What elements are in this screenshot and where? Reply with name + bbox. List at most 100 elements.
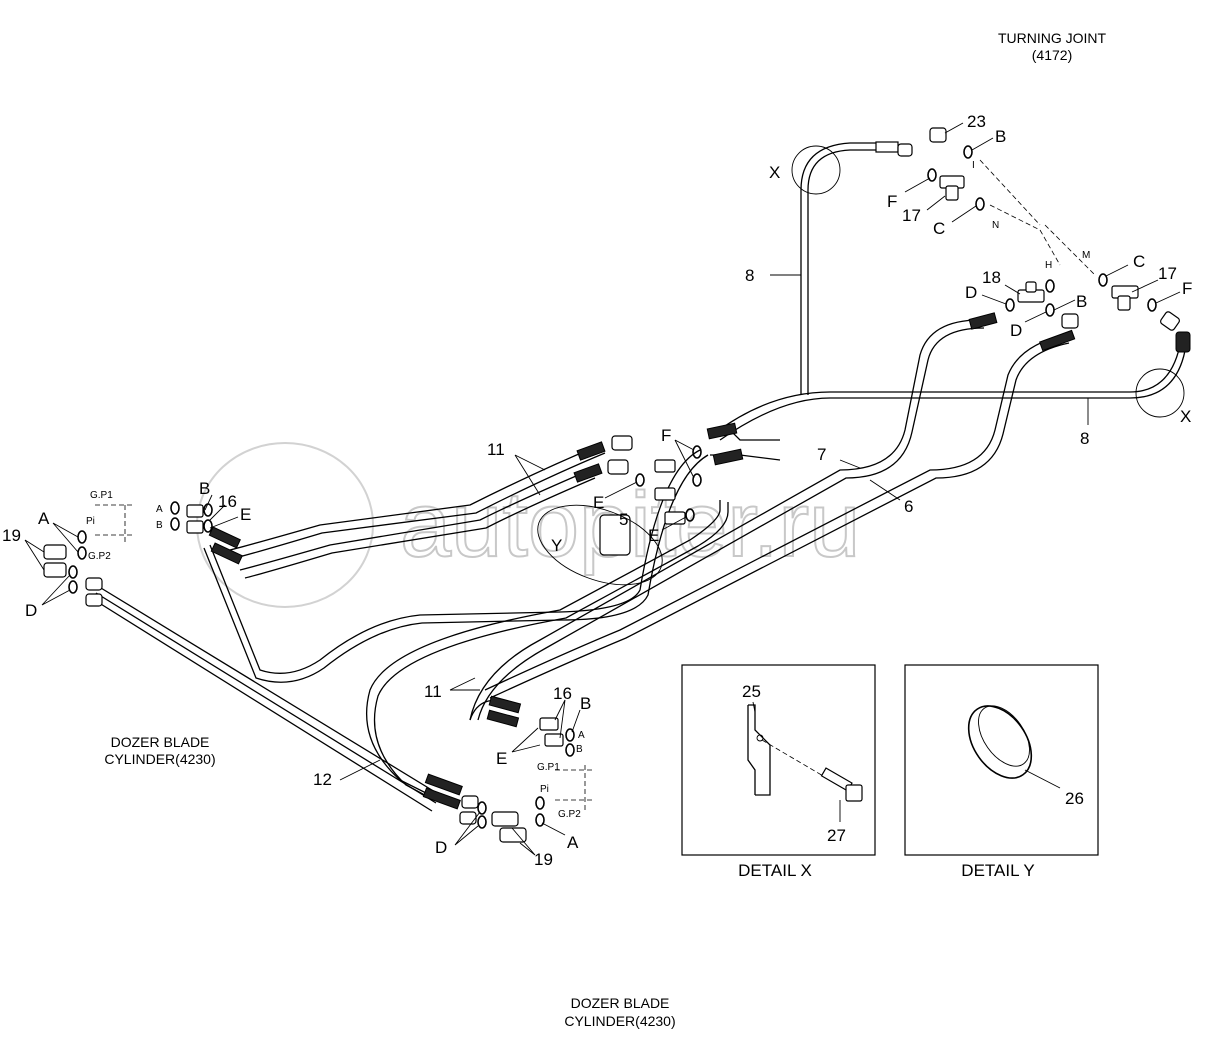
leader-a-left [52, 522, 79, 553]
leader-b-right [1053, 299, 1076, 311]
hose-6-end-fitting [1039, 329, 1076, 352]
oring-d-left [68, 565, 78, 579]
callout-11-bottom: 11 [424, 682, 442, 701]
oring-b-bottom [565, 728, 575, 742]
leader-c-right [1105, 264, 1129, 277]
hose-11b-end [573, 463, 603, 483]
hose-12-c [95, 600, 433, 812]
leader-c-top [951, 205, 977, 223]
hose-8-horizontal-b [714, 344, 1181, 434]
adapter-16-bottom [539, 717, 559, 731]
hose-12-end-nut-b [459, 811, 477, 825]
leader-b-top [971, 137, 994, 151]
leader-11-bottom [449, 677, 480, 691]
oring-e-mid [635, 473, 645, 487]
leader-e-mid-2 [661, 516, 687, 531]
port-gp2-bottom: G.P2 [558, 809, 581, 820]
hose-11a-end [576, 441, 606, 461]
port-pi-bottom: Pi [540, 784, 549, 795]
callout-8-top: 8 [745, 266, 754, 285]
oring-d-bottom-2 [477, 815, 487, 829]
left-end-a [208, 526, 241, 549]
letter-e-bottom: E [496, 749, 507, 768]
elbow-19-left [43, 544, 67, 560]
hose-11a-nut [611, 435, 633, 451]
plug-23 [929, 127, 947, 143]
leader-e-mid-1 [604, 481, 638, 499]
detail-x-box [681, 664, 876, 856]
detail-y-frame [904, 664, 1099, 856]
leader-d-left [41, 574, 71, 606]
oring-b-left-2 [170, 517, 180, 531]
port-pi-left: Pi [86, 516, 95, 527]
adapter-16-left-b [186, 520, 204, 534]
hose-8-end-fitting [875, 141, 899, 153]
oring-d-bottom [477, 801, 487, 815]
oring-h [1045, 279, 1055, 293]
oring-b-right [1045, 303, 1055, 317]
hose-6-b [489, 342, 1070, 699]
oring-group [68, 145, 1157, 829]
hose-12-end-nut-a [461, 795, 479, 809]
leader-18 [1004, 284, 1021, 295]
letter-e-mid-2: E [648, 526, 659, 545]
hose-12-a [95, 584, 441, 796]
port-gp2-left: G.P2 [88, 551, 111, 562]
leader-7 [839, 459, 861, 469]
leader-e-left [209, 516, 239, 529]
hose-11-upper [229, 435, 633, 579]
detail-y-box [904, 664, 1099, 856]
tee-17-top-stem [945, 185, 959, 201]
watermark: autopiter.ru [196, 442, 861, 608]
letter-a-left: A [38, 509, 50, 528]
letter-c-top: C [933, 219, 945, 238]
oring-b-top [963, 145, 973, 159]
hose-11-lower-end-a [488, 695, 522, 714]
oring-e-mid-b [685, 508, 695, 522]
oring-a-bottom [535, 796, 545, 810]
dash-h [1039, 229, 1061, 266]
hose-center-a [366, 500, 721, 796]
hose-11b-b [244, 477, 596, 579]
port-n: N [992, 220, 999, 231]
adapter-16-left [186, 504, 204, 518]
leader-f-top [904, 177, 931, 193]
hose-8-right-nut [1160, 311, 1180, 331]
hose-8-upper [800, 141, 913, 395]
port-m: M [1082, 250, 1090, 261]
hose-6-7 [469, 312, 1079, 721]
oring-a-left-2 [77, 546, 87, 560]
port-b-left: B [156, 520, 163, 531]
fitting-5 [599, 514, 631, 556]
ring-26-inner [978, 705, 1030, 767]
hose-center [366, 422, 781, 801]
letter-e-mid-1: E [593, 493, 604, 512]
leader-d-right-1 [981, 294, 1007, 305]
detail-x-title: DETAIL X [738, 861, 812, 880]
letter-d-right-1: D [965, 283, 977, 302]
letter-f-mid: F [661, 426, 671, 445]
detail-y-ellipse [537, 504, 663, 586]
watermark-ellipse [196, 442, 374, 608]
bolt-27-head [845, 784, 863, 802]
leader-17-right [1131, 279, 1159, 293]
tee-e-mid [664, 511, 686, 525]
dash-m [1044, 224, 1096, 276]
letter-d-bottom: D [435, 838, 447, 857]
left-hose-ends [208, 526, 243, 565]
leader-23 [944, 122, 964, 134]
port-h: H [1045, 260, 1052, 271]
leader-lines [24, 122, 1181, 856]
turning-joint-code: (4172) [1032, 47, 1072, 63]
callout-23: 23 [967, 112, 986, 131]
port-gp1-left: G.P1 [90, 490, 113, 501]
letter-e-left: E [240, 505, 251, 524]
detail-x-circle-right [1135, 368, 1185, 418]
letter-b-top: B [995, 127, 1006, 146]
leader-19-bottom [511, 827, 536, 856]
leader-25 [752, 701, 756, 713]
callout-11-top: 11 [487, 440, 505, 459]
hose-11b [239, 469, 591, 571]
